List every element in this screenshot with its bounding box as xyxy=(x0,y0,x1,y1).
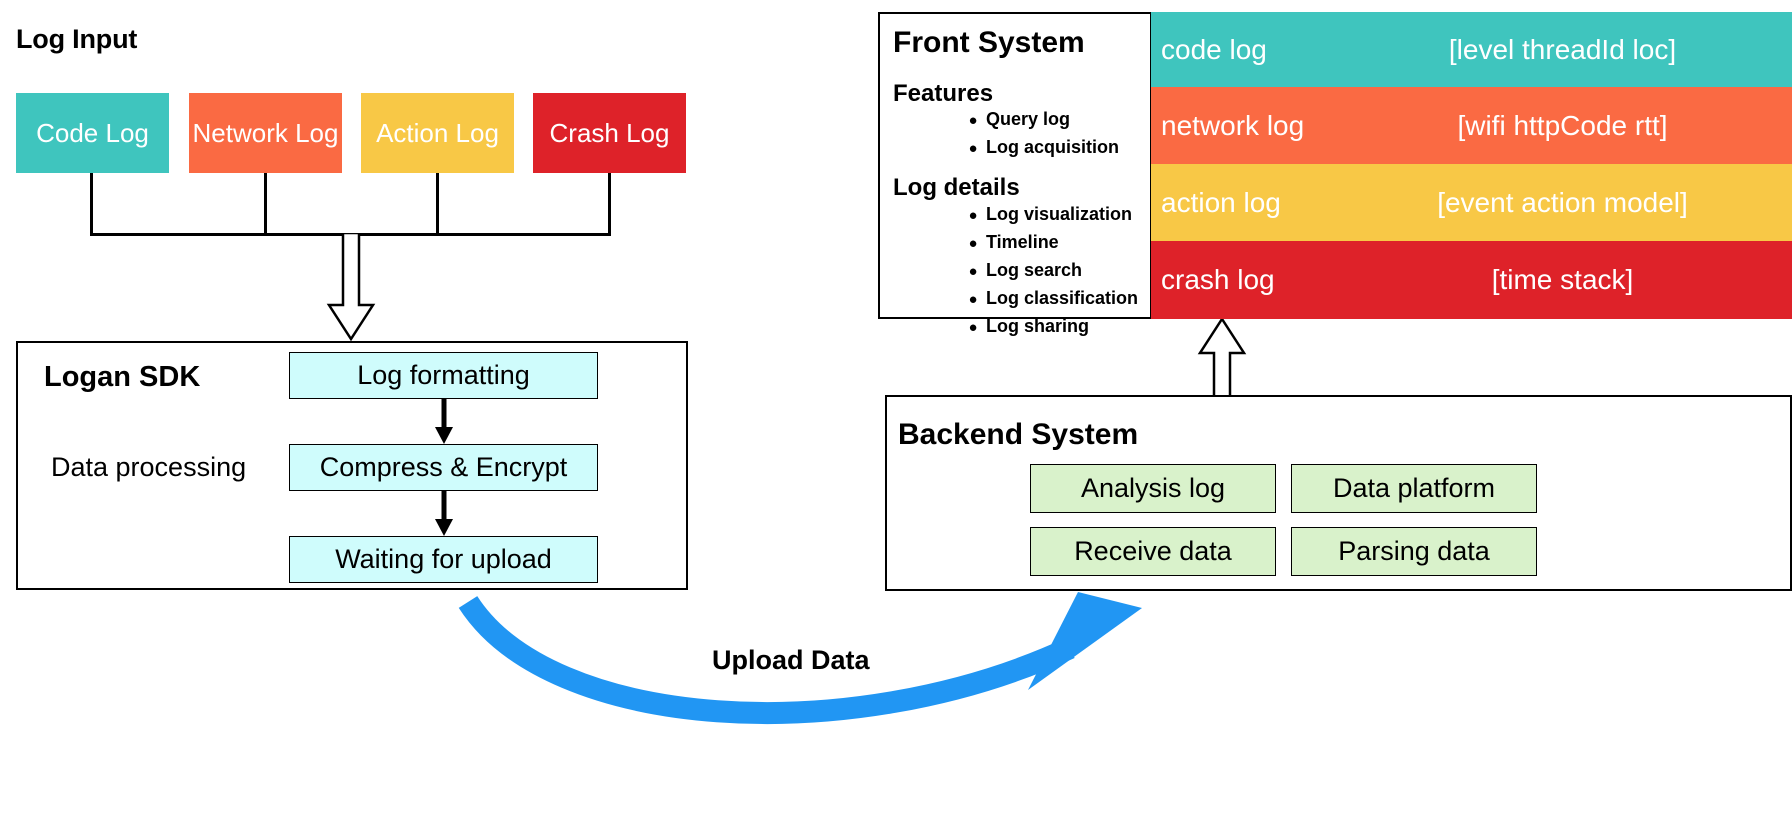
front-log-type-name: crash log xyxy=(1161,264,1275,295)
log-input-label: Crash Log xyxy=(549,117,670,148)
front-log-type-fields: [event action model] xyxy=(1437,186,1688,218)
bullet-icon: ● xyxy=(968,291,978,308)
front-system-feature-list: ● Query log ● Log acquisition xyxy=(960,109,1190,158)
connector-line-action xyxy=(436,173,439,236)
list-item: ● Log visualization xyxy=(960,204,1190,225)
front-log-type-name: code log xyxy=(1161,33,1267,65)
upload-data-label: Upload Data xyxy=(712,645,870,675)
list-item-label: Log visualization xyxy=(986,204,1133,224)
log-input-label: Action Log xyxy=(376,117,499,148)
log-input-box-action-log[interactable]: Action Log xyxy=(361,93,514,173)
list-item: ● Timeline xyxy=(960,232,1190,253)
list-item-label: Query log xyxy=(986,109,1071,129)
front-log-type-fields: [wifi httpCode rtt] xyxy=(1457,109,1668,141)
front-log-type-row-action-log[interactable]: action log [event action model] xyxy=(1151,164,1792,241)
front-log-type-name: action log xyxy=(1161,186,1281,218)
backend-box-parsing-data[interactable]: Parsing data xyxy=(1291,527,1537,576)
sdk-step-waiting-for-upload[interactable]: Waiting for upload xyxy=(289,536,598,583)
log-input-box-network-log[interactable]: Network Log xyxy=(189,93,342,173)
sdk-step-log-formatting[interactable]: Log formatting xyxy=(289,352,598,399)
bullet-icon: ● xyxy=(968,112,978,129)
bullet-icon: ● xyxy=(968,140,978,157)
connector-line-crash xyxy=(608,173,611,236)
arrow-down-to-sdk xyxy=(326,233,376,341)
backend-box-receive-data[interactable]: Receive data xyxy=(1030,527,1276,576)
list-item: ● Log sharing xyxy=(960,316,1190,337)
front-system-section-heading-log-details: Log details xyxy=(893,174,1020,201)
front-log-type-fields: [time stack] xyxy=(1491,264,1634,295)
page-title-log-input: Log Input xyxy=(16,24,138,54)
front-log-type-row-crash-log[interactable]: crash log [time stack] xyxy=(1151,241,1792,319)
list-item-label: Log search xyxy=(986,260,1083,280)
bullet-icon: ● xyxy=(968,263,978,280)
connector-line-code xyxy=(90,173,93,236)
logan-sdk-title: Logan SDK xyxy=(44,361,201,393)
log-input-label: Network Log xyxy=(192,117,339,148)
upload-data-arrow xyxy=(458,592,1142,724)
front-system-log-details-list: ● Log visualization ● Timeline ● Log sea… xyxy=(960,204,1190,337)
backend-box-label: Analysis log xyxy=(1080,473,1226,503)
backend-box-label: Receive data xyxy=(1074,536,1232,566)
backend-box-data-platform[interactable]: Data platform xyxy=(1291,464,1537,513)
arrow-up-backend-to-front xyxy=(1197,319,1247,401)
front-system-title: Front System xyxy=(893,26,1085,59)
front-log-type-row-network-log[interactable]: network log [wifi httpCode rtt] xyxy=(1151,87,1792,164)
list-item: ● Log acquisition xyxy=(960,137,1190,158)
log-input-box-code-log[interactable]: Code Log xyxy=(16,93,169,173)
front-system-panel xyxy=(878,12,1152,319)
sdk-step-label: Waiting for upload xyxy=(335,544,552,574)
list-item: ● Log classification xyxy=(960,288,1190,309)
list-item: ● Query log xyxy=(960,109,1190,130)
arrow-compress-to-waiting xyxy=(435,491,453,536)
sdk-step-label: Compress & Encrypt xyxy=(319,452,568,482)
backend-box-analysis-log[interactable]: Analysis log xyxy=(1030,464,1276,513)
bullet-icon: ● xyxy=(968,207,978,224)
backend-box-label: Parsing data xyxy=(1338,536,1490,566)
bullet-icon: ● xyxy=(968,235,978,252)
front-log-type-row-code-log[interactable]: code log [level threadId loc] xyxy=(1151,12,1792,87)
front-log-type-name: network log xyxy=(1161,109,1305,141)
log-input-box-crash-log[interactable]: Crash Log xyxy=(533,93,686,173)
list-item-label: Timeline xyxy=(986,232,1059,252)
connector-line-network xyxy=(264,173,267,236)
log-input-label: Code Log xyxy=(36,117,149,148)
list-item: ● Log search xyxy=(960,260,1190,281)
logan-sdk-subtitle: Data processing xyxy=(51,452,247,482)
backend-system-title: Backend System xyxy=(898,418,1139,451)
list-item-label: Log classification xyxy=(986,288,1139,308)
list-item-label: Log sharing xyxy=(986,316,1089,336)
front-log-type-fields: [level threadId loc] xyxy=(1448,33,1677,65)
arrow-formatting-to-compress xyxy=(435,399,453,444)
front-system-section-heading-features: Features xyxy=(893,80,994,107)
sdk-step-compress-encrypt[interactable]: Compress & Encrypt xyxy=(289,444,598,491)
list-item-label: Log acquisition xyxy=(986,137,1119,157)
sdk-step-label: Log formatting xyxy=(357,360,530,390)
backend-box-label: Data platform xyxy=(1332,473,1496,503)
bullet-icon: ● xyxy=(968,319,978,336)
